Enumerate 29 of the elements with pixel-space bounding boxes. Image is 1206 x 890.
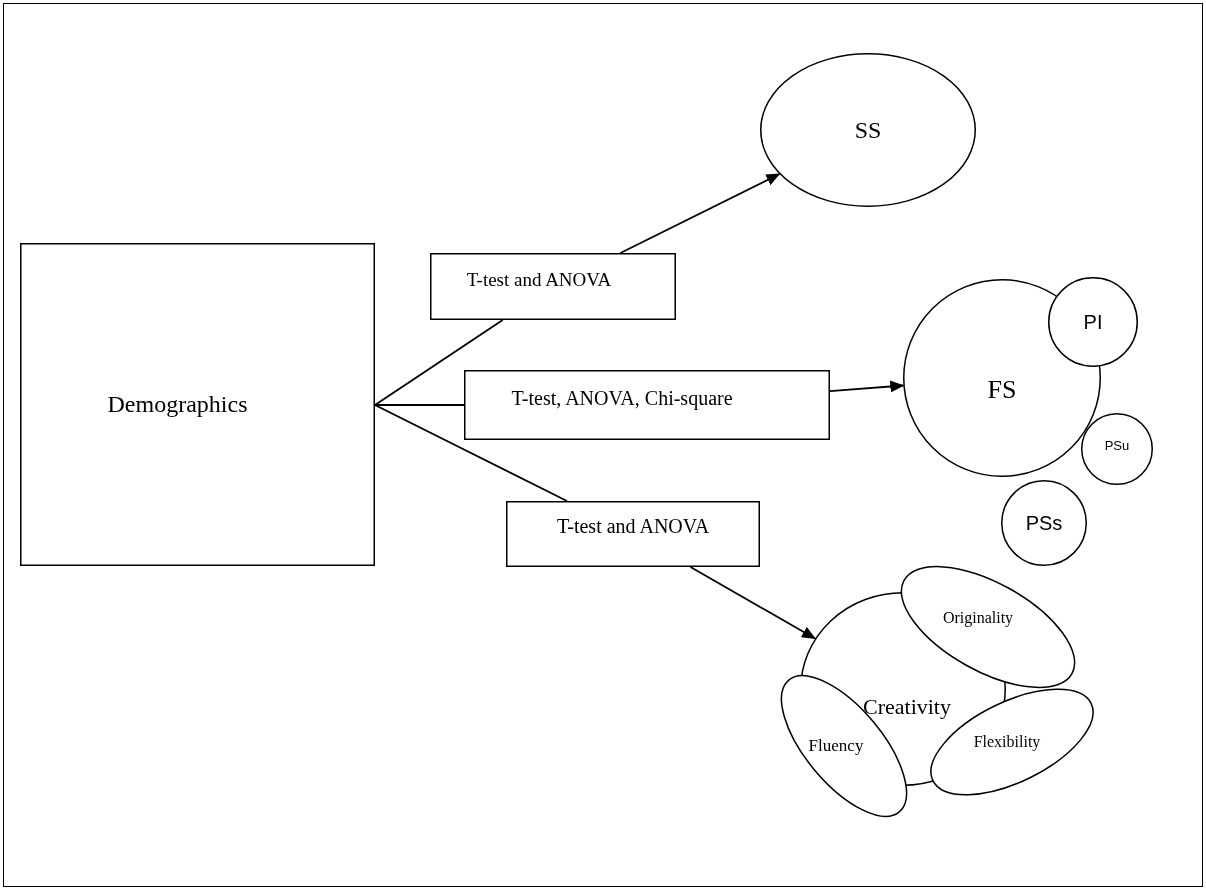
connector-line (374, 404, 568, 502)
node-label: Creativity (863, 694, 951, 720)
node-label: Originality (942, 609, 1014, 627)
node-label: T-test and ANOVA (466, 270, 612, 291)
circle-node (1081, 413, 1153, 485)
ellipse-node (901, 566, 1075, 688)
node-label: SS (854, 116, 882, 144)
process-box (506, 501, 760, 567)
process-box (464, 370, 830, 440)
arrow (619, 173, 781, 254)
node-label: PSs (1025, 512, 1063, 534)
connector-line (374, 319, 504, 406)
node-label: T-test and ANOVA (556, 515, 710, 537)
node-label: Fluency (808, 736, 864, 756)
circle-node (760, 53, 976, 207)
node-label: PI (1083, 311, 1103, 333)
process-box (430, 253, 676, 320)
connector-line (374, 404, 465, 406)
node-label: FS (987, 375, 1017, 405)
node-label: Flexibility (973, 733, 1041, 751)
process-box (20, 243, 375, 566)
circle-node (1048, 277, 1138, 367)
node-label: Demographics (107, 391, 248, 418)
arrow (689, 566, 816, 640)
arrow (829, 380, 905, 393)
circle-node (1001, 480, 1087, 566)
node-label: PSu (1104, 438, 1130, 454)
circle-node (903, 279, 1101, 477)
node-label: T-test, ANOVA, Chi-square (511, 387, 733, 409)
